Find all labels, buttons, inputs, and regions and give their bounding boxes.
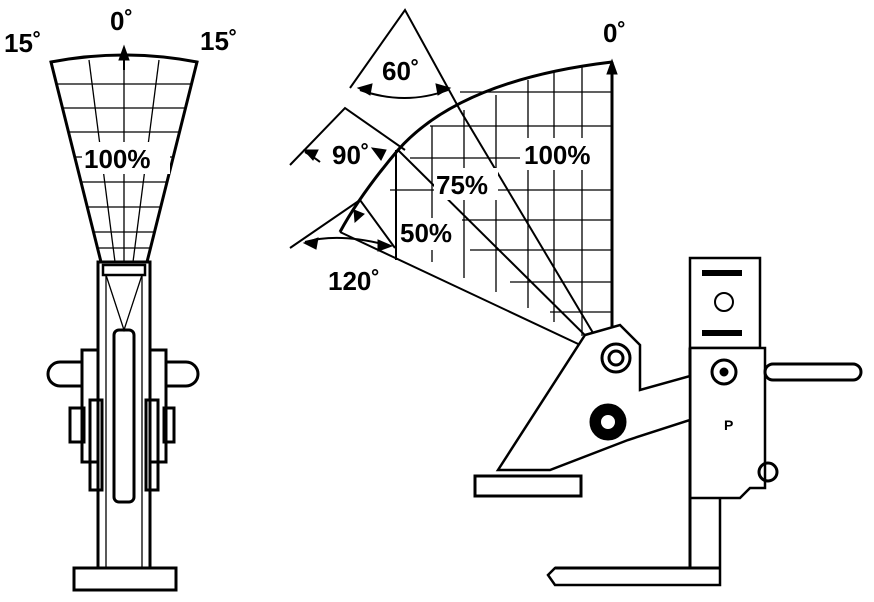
side-capacity-50-label: 50% [400,218,452,248]
front-angle-center-label: 0˚ [110,6,133,36]
front-angle-right-label: 15˚ [200,26,238,56]
side-capacity-75-label: 75% [436,170,488,200]
front-load-fan [49,44,199,264]
side-angle-90-label: 90˚ [332,140,370,170]
angle-guides [289,8,461,252]
side-angle-zero-label: 0˚ [603,18,626,48]
side-load-zones [338,58,618,359]
side-capacity-100-label: 100% [524,140,591,170]
side-view: 0˚ 60˚ 90˚ 120˚ [289,8,863,587]
front-clamp-body [46,260,200,592]
front-angle-left-label: 15˚ [4,28,42,58]
front-view: 0˚ 15˚ 15˚ 100% [4,6,238,592]
side-angle-120-label: 120˚ [328,266,380,296]
side-clamp-body: P [473,256,863,587]
side-angle-60-label: 60˚ [382,56,420,86]
front-capacity-label: 100% [84,144,151,174]
side-body-mark: P [724,417,733,433]
